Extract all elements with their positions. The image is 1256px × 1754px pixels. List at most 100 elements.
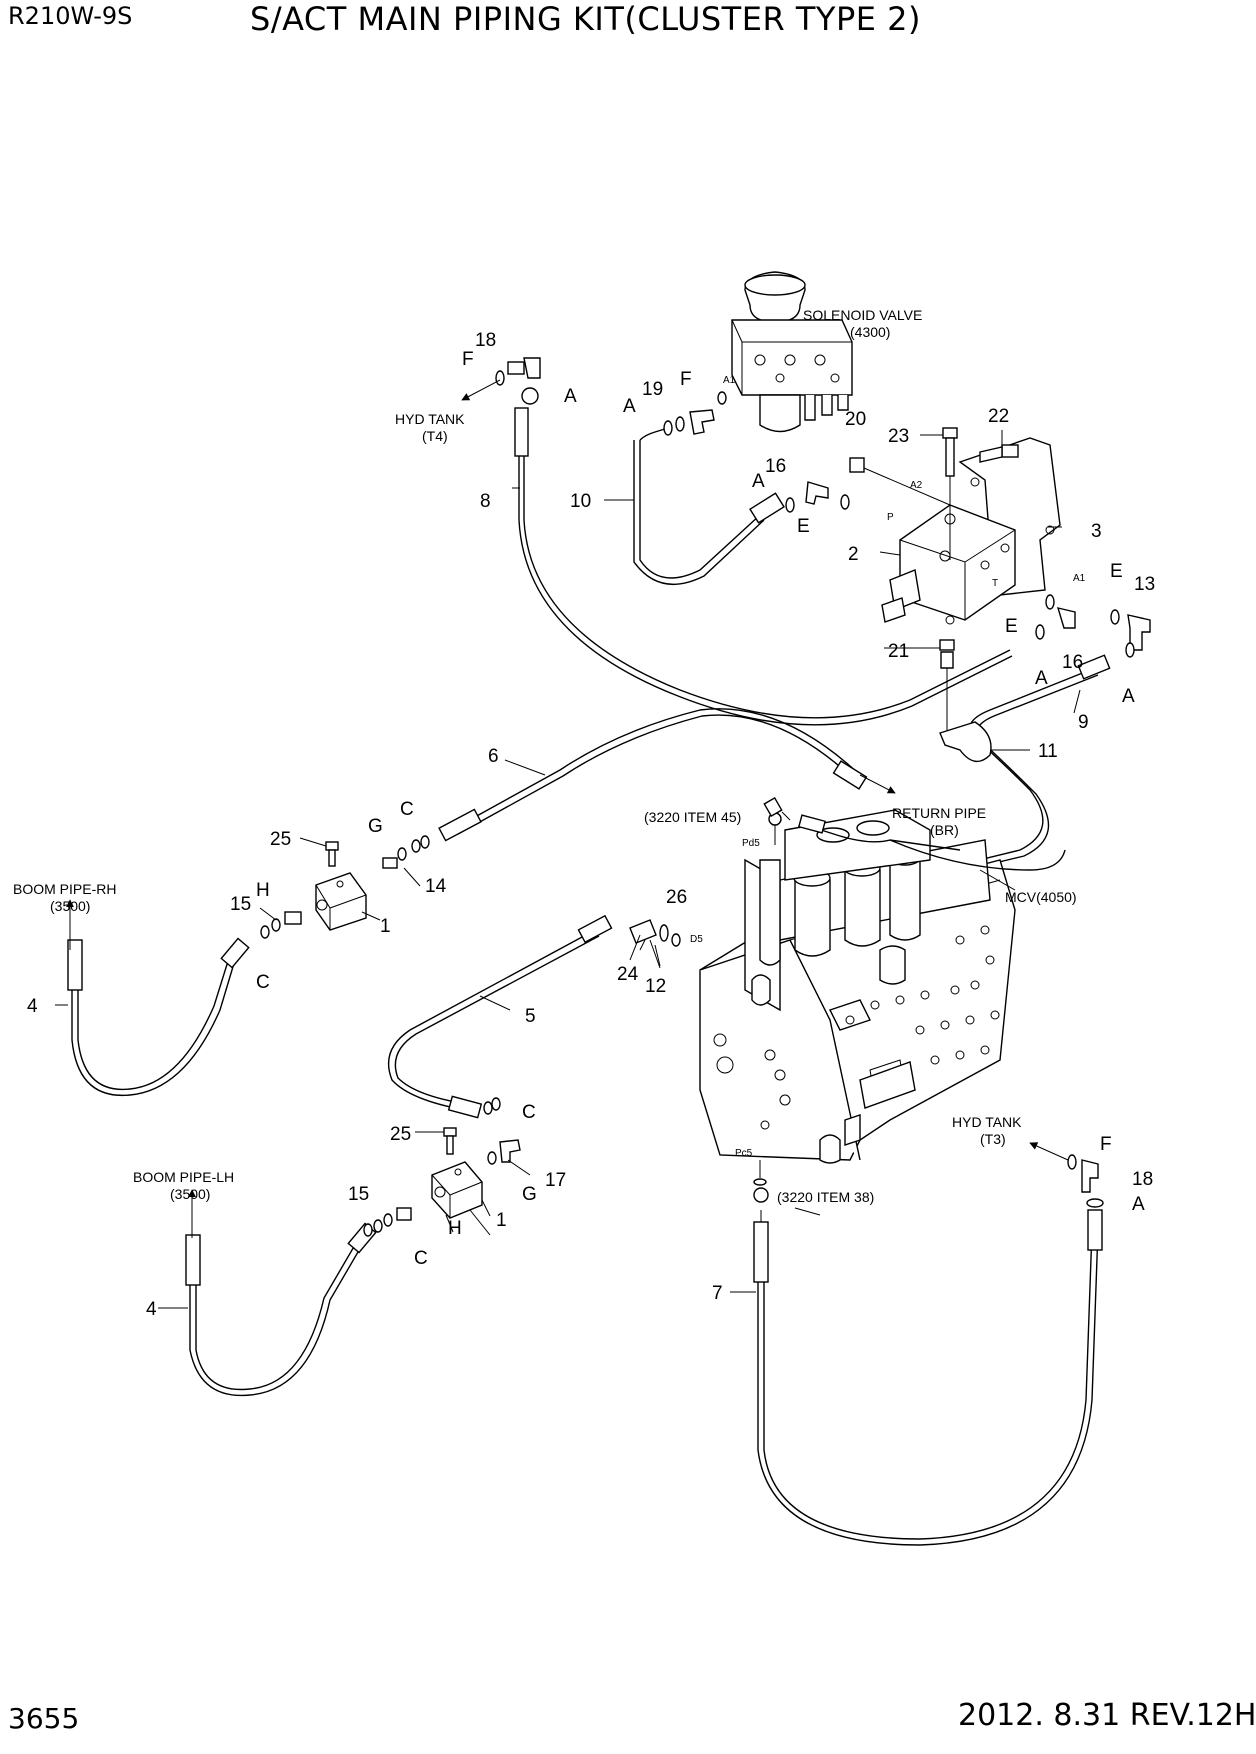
callout-e-16top: E [797, 516, 810, 537]
callout-h-top: H [256, 880, 270, 901]
callout-4-bottom: 4 [146, 1299, 157, 1320]
port-a1-right: A1 [1073, 573, 1086, 584]
note-boom-pipe-lh-ref: (3500) [170, 1186, 210, 1202]
fittings-top [495, 357, 1151, 658]
note-mcv: MCV(4050) [1005, 889, 1077, 905]
leader-lines [55, 430, 1081, 1309]
bolt-22 [979, 444, 1019, 463]
callout-g-top: G [368, 816, 383, 837]
note-3220-item45: (3220 ITEM 45) [644, 809, 741, 825]
callout-25-top: 25 [270, 829, 291, 850]
callout-c-left: C [256, 972, 270, 993]
callout-a-16top: A [752, 471, 765, 492]
mcv-drawing [699, 796, 1016, 1186]
fittings-mcv-d5 [629, 919, 681, 969]
part-callouts: 18 F A 19 F A 20 23 22 16 A E 10 8 2 3 E… [27, 330, 1155, 1320]
port-t: T [992, 578, 998, 589]
callout-23: 23 [888, 426, 909, 447]
page-number: 3655 [8, 1702, 80, 1735]
callout-19: 19 [642, 379, 663, 400]
callout-1-top: 1 [380, 916, 391, 937]
callout-a-19: A [623, 396, 636, 417]
callout-22: 22 [988, 406, 1009, 427]
hose-8 [523, 420, 1011, 719]
callout-6: 6 [488, 746, 499, 767]
callout-24: 24 [617, 964, 639, 985]
callout-15-bottom: 15 [348, 1184, 369, 1205]
callout-10: 10 [570, 491, 591, 512]
port-a2: A2 [910, 480, 923, 491]
callout-c-bottom: C [522, 1102, 536, 1123]
callout-21: 21 [888, 641, 909, 662]
callout-h-bottom: H [448, 1218, 462, 1239]
bolt-21 [939, 639, 955, 735]
callout-f-19: F [680, 369, 692, 390]
callout-25-bottom: 25 [390, 1124, 411, 1145]
note-hyd-tank-t3: HYD TANK [952, 1114, 1022, 1130]
port-pd5: Pd5 [742, 838, 760, 849]
fittings-bottom-right [1067, 1154, 1104, 1208]
note-hyd-tank-t3-ref: (T3) [980, 1131, 1006, 1147]
page-title: S/ACT MAIN PIPING KIT(CLUSTER TYPE 2) [250, 0, 921, 38]
solenoid-valve-drawing [731, 271, 853, 433]
callout-18-bottom: 18 [1132, 1169, 1153, 1190]
hose-5 [387, 929, 596, 1111]
callout-c-top: C [400, 799, 414, 820]
callout-7: 7 [712, 1283, 723, 1304]
callout-f-bottom: F [1100, 1134, 1112, 1155]
clamp-11 [939, 721, 992, 763]
callout-18-top: 18 [475, 330, 496, 351]
callout-17: 17 [545, 1170, 566, 1191]
callout-8: 8 [480, 491, 491, 512]
callout-3: 3 [1091, 521, 1102, 542]
port-labels: A1 A2 P T A1 Pd5 D5 Pc5 [690, 375, 1086, 1159]
callout-15-top: 15 [230, 894, 251, 915]
note-hyd-tank-t4-ref: (T4) [422, 428, 448, 444]
callout-1-bottom: 1 [496, 1210, 507, 1231]
hose-4-bottom [189, 1239, 366, 1397]
fittings-left-bottom [363, 1097, 521, 1237]
note-return-pipe-ref: (BR) [930, 822, 959, 838]
note-boom-pipe-rh: BOOM PIPE-RH [13, 881, 116, 897]
callout-e-16b: E [1005, 616, 1018, 637]
note-return-pipe: RETURN PIPE [892, 805, 986, 821]
note-solenoid-valve: SOLENOID VALVE [803, 307, 922, 323]
note-solenoid-valve-ref: (4300) [850, 324, 890, 340]
callout-g-bottom: G [522, 1184, 537, 1205]
revision-date: 2012. 8.31 REV.12H [958, 1698, 1256, 1733]
bolt-23 [942, 427, 958, 560]
callout-13: 13 [1134, 574, 1155, 595]
callout-e-13: E [1110, 561, 1123, 582]
port-pc5: Pc5 [735, 1148, 753, 1159]
callout-5: 5 [525, 1006, 536, 1027]
callout-c-bottom-2: C [414, 1248, 428, 1269]
callout-a-9: A [1122, 686, 1135, 707]
callout-2: 2 [848, 544, 859, 565]
note-3220-item38: (3220 ITEM 38) [777, 1189, 874, 1205]
callout-16-top: 16 [765, 456, 786, 477]
model-number: R210W-9S [8, 2, 133, 30]
callout-f-top: F [462, 349, 474, 370]
block-2-bracket-3-drawing [881, 437, 1061, 625]
callout-16-bottom: 16 [1062, 652, 1083, 673]
port-d5: D5 [690, 934, 703, 945]
callout-14: 14 [425, 876, 447, 897]
callout-a-16b: A [1035, 668, 1048, 689]
callout-11: 11 [1038, 741, 1058, 762]
callout-a-bottom: A [1132, 1194, 1145, 1215]
fittings-left-top [260, 835, 430, 939]
note-hyd-tank-t4: HYD TANK [395, 411, 465, 427]
plug-20 [849, 457, 951, 506]
hose-4-top [71, 950, 236, 1097]
callout-26: 26 [666, 887, 687, 908]
hose-6 [454, 708, 861, 829]
callout-9: 9 [1078, 712, 1089, 733]
note-boom-pipe-rh-ref: (3500) [50, 898, 90, 914]
note-boom-pipe-lh: BOOM PIPE-LH [133, 1169, 234, 1185]
callout-20: 20 [845, 409, 866, 430]
callout-4-top: 4 [27, 996, 38, 1017]
port-p: P [887, 512, 894, 523]
reference-notes: SOLENOID VALVE (4300) HYD TANK (T4) RETU… [13, 307, 1077, 1205]
callout-12: 12 [645, 976, 666, 997]
